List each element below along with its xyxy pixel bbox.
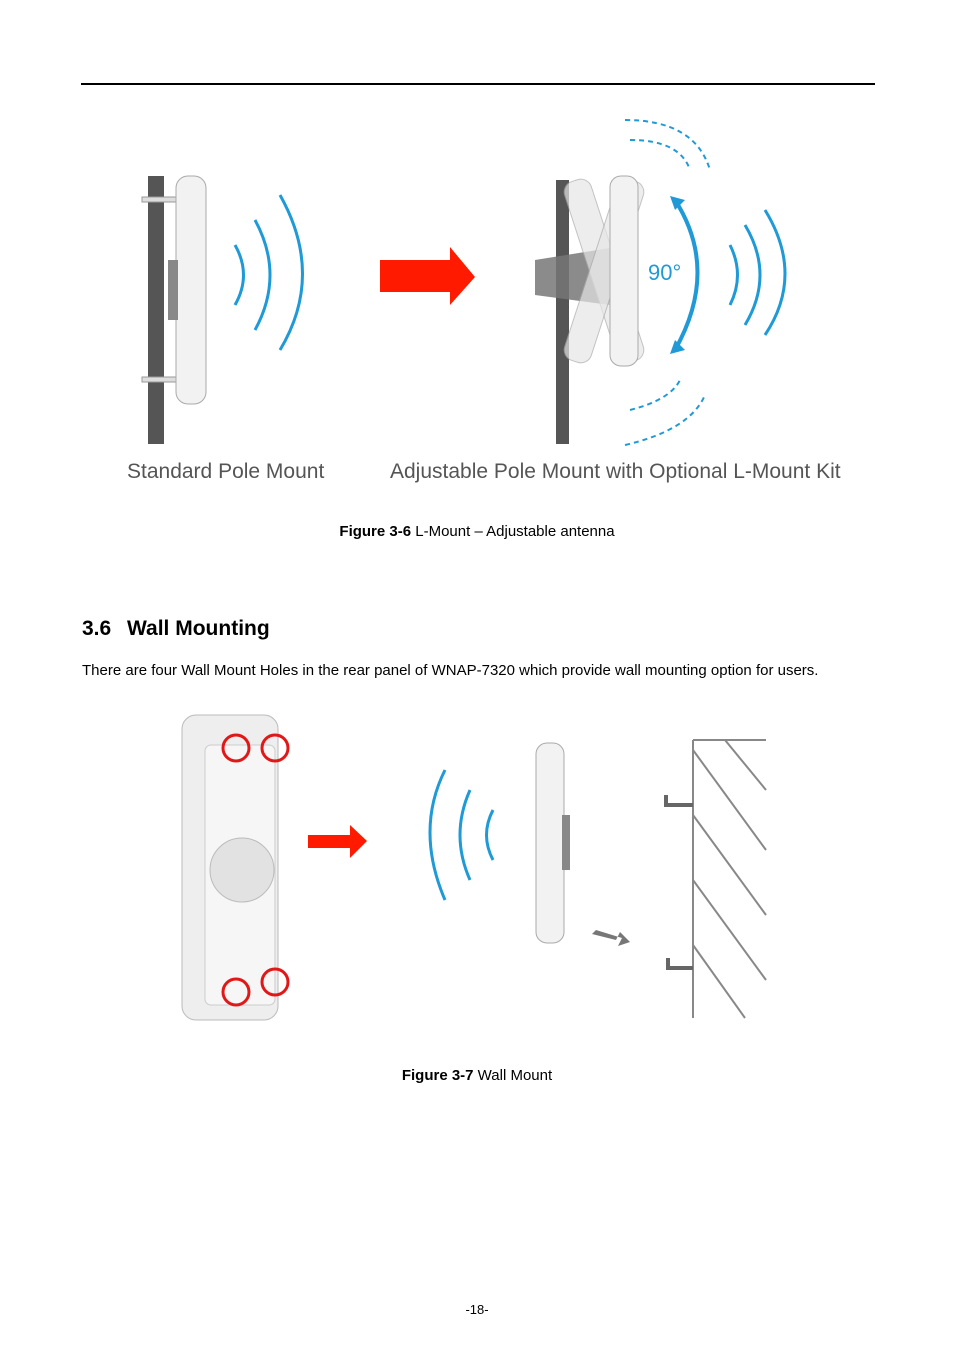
- figure-3-7-illustration: [160, 700, 800, 1040]
- figure-3-6-caption-text: L-Mount – Adjustable antenna: [411, 523, 615, 540]
- rear-panel-image: [181, 714, 290, 1021]
- section-title: Wall Mounting: [127, 617, 270, 640]
- angle-label: 90°: [648, 260, 681, 285]
- adjustable-pole-mount-label: Adjustable Pole Mount with Optional L-Mo…: [390, 460, 841, 483]
- figure-3-7-caption-text: Wall Mount: [473, 1067, 553, 1084]
- figure-3-7-caption: Figure 3-7 Wall Mount: [0, 1067, 954, 1084]
- header-rule: [81, 83, 875, 85]
- red-arrow-icon: [308, 825, 367, 858]
- wall-mount-side-image: [428, 739, 767, 1019]
- standard-pole-mount-label: Standard Pole Mount: [127, 460, 325, 483]
- figure-3-6-illustration: 90° Standard Pole Mount Adjustable Pole …: [110, 100, 850, 500]
- section-number: 3.6: [82, 617, 112, 640]
- adjustable-pole-mount-image: [535, 119, 787, 446]
- figure-3-7-caption-number: Figure 3-7: [401, 1067, 474, 1084]
- standard-pole-mount-image: [141, 175, 304, 444]
- figure-3-6-caption: Figure 3-6 L-Mount – Adjustable antenna: [0, 523, 954, 540]
- section-body-text: There are four Wall Mount Holes in the r…: [82, 662, 819, 679]
- figure-3-6-caption-number: Figure 3-6: [339, 523, 412, 540]
- red-arrow-icon: [380, 247, 475, 305]
- page-number: -18-: [465, 1302, 489, 1317]
- section-heading: 3.6 Wall Mounting: [82, 617, 270, 641]
